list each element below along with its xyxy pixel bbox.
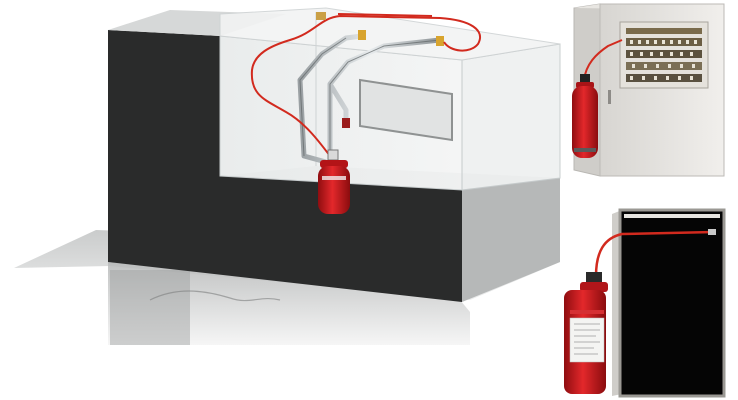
extinguisher-label <box>569 317 605 363</box>
detection-tube-icon <box>250 14 481 157</box>
detection-tube-branch <box>337 13 433 17</box>
cabinet-components <box>626 28 702 82</box>
server-tube-end <box>708 229 716 235</box>
nozzle-icon <box>342 30 444 128</box>
server-cabinet <box>564 208 726 398</box>
cabinet-handle <box>608 90 611 104</box>
machine-enclosure <box>14 7 561 345</box>
server-cabinet-rail <box>624 214 720 218</box>
cabinet-extinguisher-icon <box>572 74 598 158</box>
reflected-tube <box>149 290 281 302</box>
server-cabinet-frame <box>618 208 726 398</box>
reflection-block <box>110 270 190 345</box>
fire-extinguisher-icon <box>318 149 350 214</box>
server-detection-tube <box>594 230 715 277</box>
pipe-highlight <box>299 37 441 158</box>
tube-fitting <box>316 12 326 20</box>
inner-window <box>359 78 453 142</box>
machine-front-face <box>108 30 462 302</box>
server-extinguisher-icon <box>564 272 608 394</box>
floor-reflection <box>108 262 470 345</box>
glass-enclosure-side <box>461 43 561 191</box>
machine-right-side <box>462 178 560 302</box>
electrical-cabinet <box>572 3 725 177</box>
